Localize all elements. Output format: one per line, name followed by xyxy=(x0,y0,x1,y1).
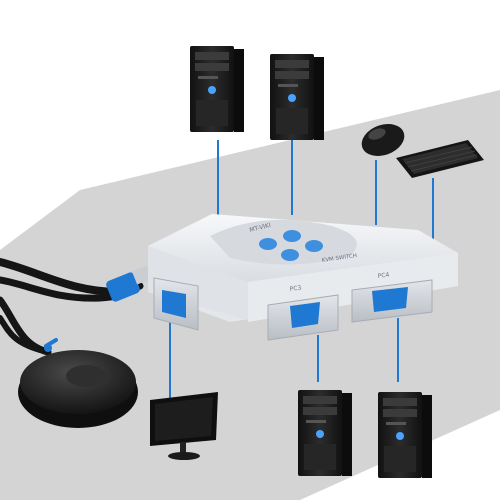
keyboard-icon xyxy=(396,140,484,178)
desktop-tower-icon xyxy=(298,390,352,476)
switch-button-pc3 xyxy=(305,240,323,252)
port-label-pc3: PC3 xyxy=(289,284,302,293)
usb-plug xyxy=(106,265,153,302)
desktop-tower-icon xyxy=(378,392,432,478)
vga-port-pc4 xyxy=(351,279,433,323)
vga-port-monitor xyxy=(153,277,199,331)
switch-buttons xyxy=(259,230,323,261)
kvm-switch: MT-VIKI KVM SWITCH PC3 PC4 xyxy=(148,214,458,341)
vga-port-pc3 xyxy=(267,294,339,341)
mouse-icon xyxy=(361,124,405,156)
remote-button-icon xyxy=(18,338,138,428)
switch-button-pc2 xyxy=(283,230,301,242)
switch-button-pc4 xyxy=(281,249,299,261)
monitor-icon xyxy=(150,392,218,460)
port-label-pc4: PC4 xyxy=(377,271,390,280)
desktop-tower-icon xyxy=(270,54,324,140)
switch-button-pc1 xyxy=(259,238,277,250)
model-label: KVM SWITCH xyxy=(321,253,357,264)
desktop-tower-icon xyxy=(190,46,244,132)
button-panel xyxy=(210,219,357,265)
